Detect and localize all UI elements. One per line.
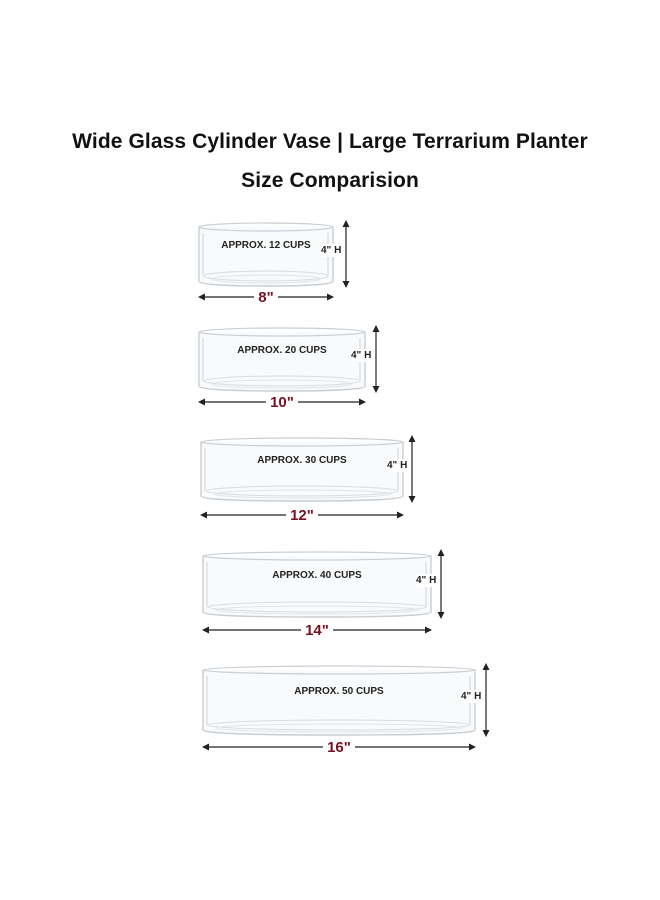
glass-cylinder-illustration [202,551,432,618]
height-label: 4" H [351,349,372,362]
glass-cylinder-illustration [198,327,366,392]
page-subtitle: Size Comparision [241,169,419,192]
width-label-text: 14" [301,622,333,639]
height-label: 4" H [387,459,408,472]
capacity-label: APPROX. 50 CUPS [294,686,384,697]
width-label-text: 16" [323,739,355,756]
height-label: 4" H [416,574,437,587]
width-label: 8" [198,289,334,306]
height-label: 4" H [321,244,342,257]
width-label-text: 12" [286,507,318,524]
vase-item: APPROX. 30 CUPS [200,437,404,502]
vase-item: APPROX. 12 CUPS [198,222,334,287]
vase-item: APPROX. 20 CUPS [198,327,366,392]
width-label-text: 8" [254,289,278,306]
width-label: 16" [202,739,476,756]
capacity-label: APPROX. 20 CUPS [237,345,327,356]
glass-cylinder-illustration [200,437,404,502]
glass-cylinder-illustration [202,665,476,736]
page-title: Wide Glass Cylinder Vase | Large Terrari… [72,130,588,153]
height-arrow [482,663,490,737]
capacity-label: APPROX. 40 CUPS [272,570,362,581]
capacity-label: APPROX. 12 CUPS [221,240,311,251]
vase-item: APPROX. 40 CUPS [202,551,432,618]
width-label: 12" [200,507,404,524]
height-arrow [408,435,416,503]
width-label: 10" [198,394,366,411]
vase-item: APPROX. 50 CUPS [202,665,476,736]
capacity-label: APPROX. 30 CUPS [257,455,347,466]
height-arrow [437,549,445,619]
height-arrow [372,325,380,393]
height-arrow [342,220,350,288]
width-label: 14" [202,622,432,639]
height-label: 4" H [461,690,482,703]
glass-cylinder-illustration [198,222,334,287]
width-label-text: 10" [266,394,298,411]
